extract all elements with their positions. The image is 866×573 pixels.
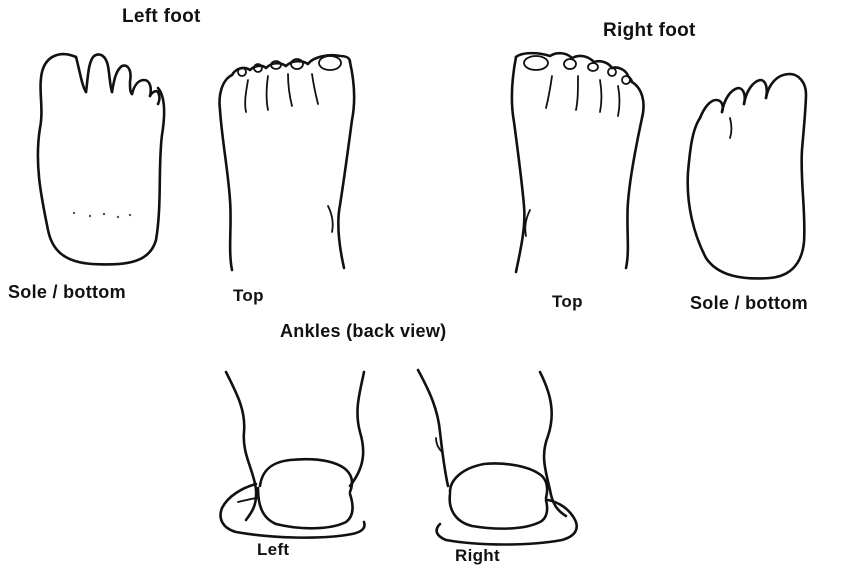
left-top-drawing — [220, 55, 355, 270]
left-foot-heading: Left foot — [122, 6, 201, 28]
left-ankle-drawing — [221, 372, 365, 538]
left-top-label: Top — [233, 286, 264, 306]
left-sole-label: Sole / bottom — [8, 282, 126, 303]
right-ankle-drawing — [418, 370, 577, 545]
right-top-label: Top — [552, 292, 583, 312]
right-sole-label: Sole / bottom — [690, 293, 808, 314]
ankles-heading: Ankles (back view) — [280, 321, 446, 342]
left-sole-drawing — [38, 54, 164, 264]
right-foot-heading: Right foot — [603, 20, 696, 42]
right-top-drawing — [512, 53, 644, 272]
right-sole-drawing — [688, 74, 806, 278]
right-ankle-label: Right — [455, 546, 500, 566]
left-ankle-label: Left — [257, 540, 289, 560]
